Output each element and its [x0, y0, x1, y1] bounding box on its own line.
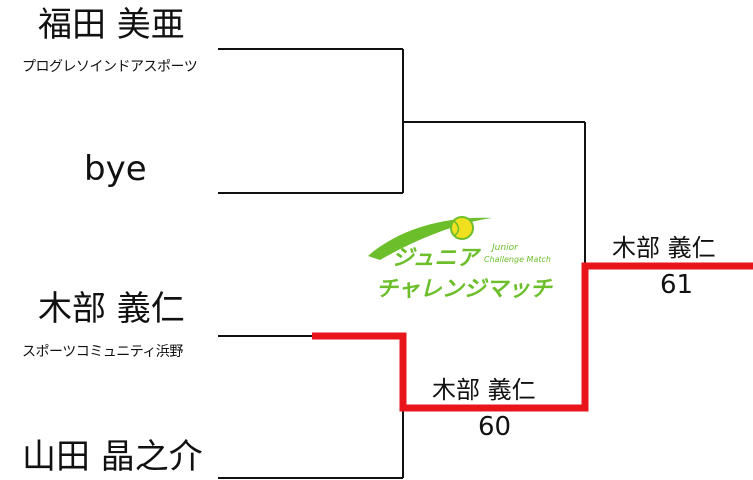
player-4-name: 山田 晶之介: [22, 437, 203, 477]
semifinal-winner-name: 木部 義仁: [432, 376, 536, 404]
logo-graphic: ジュニア Junior Challenge Match チャレンジマッチ: [368, 216, 554, 302]
logo-subtitle1: Junior: [490, 243, 519, 253]
logo-subtitle2: Challenge Match: [484, 255, 551, 264]
player-1-name: 福田 美亜: [38, 5, 185, 45]
player-2-name: bye: [84, 149, 147, 189]
semifinal-score: 60: [478, 412, 512, 442]
player-3-club: スポーツコミュニティ浜野: [22, 344, 183, 360]
junior-challenge-match-logo: ジュニア Junior Challenge Match チャレンジマッチ: [362, 212, 578, 308]
logo-line1: ジュニア: [392, 246, 481, 271]
player-1-club: プログレソインドアスポーツ: [22, 59, 198, 75]
final-winner-name: 木部 義仁: [612, 234, 716, 262]
player-3-name: 木部 義仁: [38, 289, 185, 329]
tennis-ball-seam: [453, 220, 460, 237]
logo-line2: チャレンジマッチ: [376, 277, 554, 302]
winner-path: [312, 262, 753, 412]
final-score: 61: [660, 270, 694, 300]
logo-swoosh: [368, 217, 492, 260]
